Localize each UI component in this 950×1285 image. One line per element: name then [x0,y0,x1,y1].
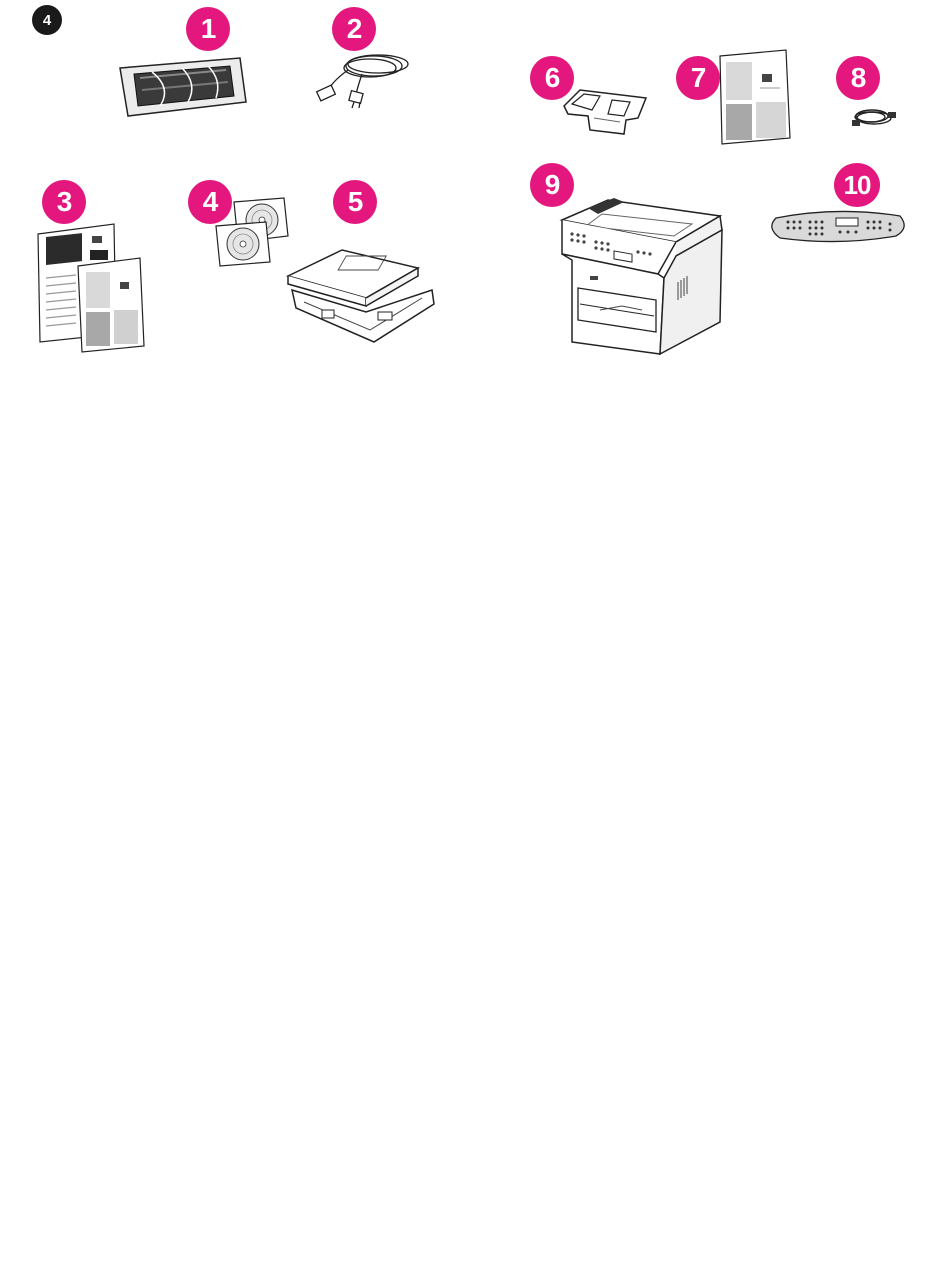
callout-7: 7 [676,56,720,100]
step-number-badge: 4 [32,5,62,35]
document-feeder-input-tray-icon [560,86,652,138]
callout-8: 8 [836,56,880,100]
paper-tray-icon [282,246,438,348]
power-cord-icon [312,44,422,109]
all-in-one-printer-icon [552,192,730,356]
callout-3: 3 [42,180,86,224]
toner-cartridge-in-bag-icon [112,50,252,120]
documentation-guides-icon [36,222,148,354]
telephone-cord-icon [848,104,900,132]
cd-roms-icon [214,198,290,268]
callout-5: 5 [333,180,377,224]
guide-booklet-icon [718,48,794,146]
callout-10: 10 [834,163,880,207]
callout-1: 1 [186,7,230,51]
control-panel-overlay-icon [770,208,906,242]
